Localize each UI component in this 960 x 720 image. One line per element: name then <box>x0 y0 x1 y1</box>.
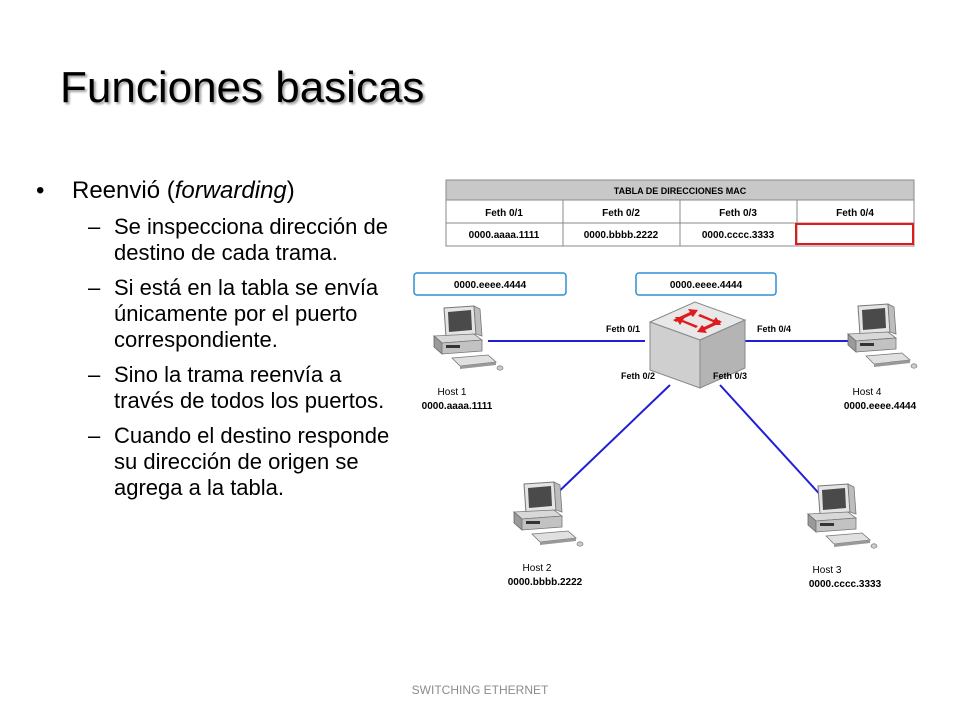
bullet-forwarding-text-em: forwarding <box>174 177 287 204</box>
mac-table-empty-highlight <box>795 223 914 245</box>
mac-table-port-3: Feth 0/3 <box>719 208 757 219</box>
host3-name: Host 3 <box>813 565 842 576</box>
bullet-forwarding-text-pre: Reenvió ( <box>72 177 175 204</box>
mac-table: TABLA DE DIRECCIONES MAC Feth 0/1 Feth 0… <box>445 179 915 247</box>
bullet-dot: • <box>36 177 45 204</box>
host3-mac: 0000.cccc.3333 <box>809 579 882 590</box>
flood-label-right: 0000.eeee.4444 <box>635 272 777 296</box>
network-diagram: TABLA DE DIRECCIONES MAC Feth 0/1 Feth 0… <box>413 179 918 590</box>
link-label-feth02: Feth 0/2 <box>621 371 655 381</box>
flood-label-left: 0000.eeee.4444 <box>413 272 567 296</box>
sub-bullet-4: – Cuando el destino responde su direcció… <box>36 423 406 501</box>
sub-bullet-2: – Si está en la tabla se envía únicament… <box>36 275 406 353</box>
link-host2 <box>549 384 671 501</box>
sub-bullet-2-text: Si está en la tabla se envía únicamente … <box>114 275 379 352</box>
bullet-forwarding: • Reenvió (forwarding) <box>36 178 406 204</box>
sub-bullet-4-text: Cuando el destino responde su dirección … <box>114 423 390 500</box>
mac-table-mac-1: 0000.aaaa.1111 <box>469 230 540 241</box>
dash-marker: – <box>88 423 101 448</box>
mac-table-mac-3: 0000.cccc.3333 <box>702 230 775 241</box>
link-label-feth01: Feth 0/1 <box>606 324 640 334</box>
host4-mac: 0000.eeee.4444 <box>844 401 917 412</box>
host3-computer-icon <box>807 483 878 549</box>
mac-table-port-2: Feth 0/2 <box>602 208 640 219</box>
bullet-forwarding-text-post: ) <box>286 177 295 204</box>
flood-label-left-text: 0000.eeee.4444 <box>454 280 527 291</box>
sub-bullet-1-text: Se inspecciona dirección de destino de c… <box>114 214 388 265</box>
dash-marker: – <box>88 362 101 387</box>
slide-footer: SWITCHING ETHERNET <box>411 683 549 697</box>
sub-bullet-3: – Sino la trama reenvía a través de todo… <box>36 362 406 414</box>
bullet-list: • Reenvió (forwarding) – Se inspecciona … <box>36 178 406 510</box>
host1-name: Host 1 <box>438 387 467 398</box>
host2-computer-icon <box>513 481 584 547</box>
host4-name: Host 4 <box>853 387 882 398</box>
mac-table-title: TABLA DE DIRECCIONES MAC <box>614 186 747 196</box>
host1-computer-icon <box>433 305 504 371</box>
mac-table-port-1: Feth 0/1 <box>485 208 523 219</box>
mac-table-mac-2: 0000.bbbb.2222 <box>584 230 659 241</box>
switch-icon <box>648 301 747 389</box>
flood-label-right-text: 0000.eeee.4444 <box>670 280 743 291</box>
link-host3 <box>719 384 826 501</box>
slide-title: Funciones basicas <box>60 63 425 112</box>
mac-table-port-4: Feth 0/4 <box>836 208 874 219</box>
host4-computer-icon <box>847 303 918 369</box>
link-label-feth03: Feth 0/3 <box>713 371 747 381</box>
dash-marker: – <box>88 214 101 239</box>
dash-marker: – <box>88 275 101 300</box>
sub-bullet-1: – Se inspecciona dirección de destino de… <box>36 214 406 266</box>
host2-mac: 0000.bbbb.2222 <box>508 577 583 588</box>
link-label-feth04: Feth 0/4 <box>757 324 791 334</box>
host1-mac: 0000.aaaa.1111 <box>422 401 493 412</box>
sub-bullet-3-text: Sino la trama reenvía a través de todos … <box>114 362 385 413</box>
host2-name: Host 2 <box>523 563 552 574</box>
